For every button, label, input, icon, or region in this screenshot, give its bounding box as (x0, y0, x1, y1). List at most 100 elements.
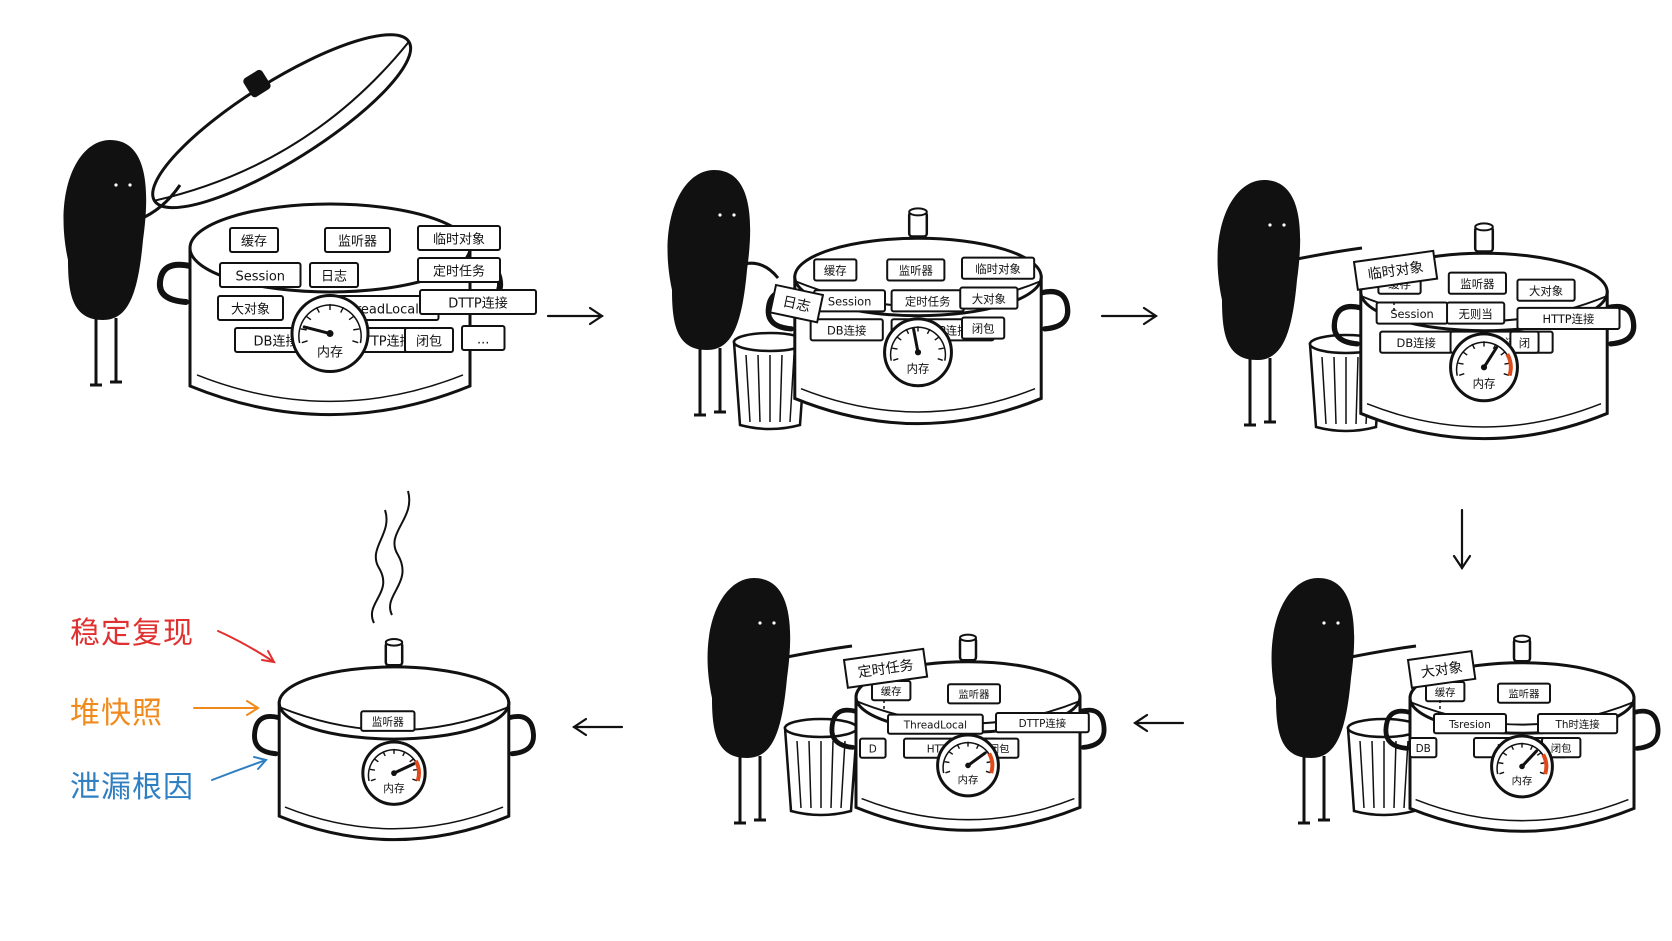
held-item-card: 定时任务 (842, 647, 929, 689)
trash-can-icon (732, 331, 808, 431)
gauge-needle (1482, 346, 1499, 369)
arrow-left-icon (1133, 713, 1185, 733)
memory-item-label: 临时对象 (433, 232, 485, 247)
pot: 缓存监听器ThreadLocalDTTP连接DHTTP连接闭包内存 (829, 633, 1107, 832)
pot-lid (151, 33, 413, 210)
memory-item-label: ThreadLocal (903, 719, 967, 731)
heap-snapshot-arrow-icon (193, 700, 260, 716)
memory-item-card: 临时对象 (417, 225, 501, 251)
memory-item-label: 闭 (1519, 336, 1530, 350)
memory-item-label: 日志 (321, 269, 347, 284)
heap-snapshot-label: 堆快照 (70, 696, 163, 731)
person: 临时对象 (1217, 180, 1439, 427)
panel-3: 缓存监听器大对象Session无则当HTTP连接DB连接HTTP连接闭内存临时对… (1217, 180, 1637, 441)
memory-item-card: 定时任务 (890, 289, 965, 313)
memory-item-label: 闭包 (416, 334, 442, 349)
memory-item-label: DB连接 (254, 333, 299, 349)
memory-item-label: Session (1390, 307, 1433, 321)
label-arrows (193, 630, 276, 781)
memory-item-label: 监听器 (1508, 687, 1540, 700)
leak-root-cause-label: 泄漏根因 (70, 770, 194, 805)
arrow-down-icon (1452, 508, 1472, 570)
memory-item-label: 监听器 (899, 264, 934, 278)
memory-item-label: Th时连接 (1555, 718, 1600, 731)
person: 日志 (667, 170, 825, 417)
memory-item-card: DB连接 (1379, 330, 1454, 354)
trash-can-icon (783, 717, 859, 817)
gauge-needle (1520, 749, 1539, 768)
memory-item-label: DB (1416, 743, 1431, 755)
memory-item-label: 监听器 (372, 715, 404, 728)
memory-item-card: 监听器 (360, 710, 416, 732)
memory-item-label: Session (828, 294, 871, 308)
memory-item-card: DB (1409, 737, 1438, 759)
memory-item-label: 监听器 (958, 688, 990, 701)
memory-item-label: DB连接 (827, 323, 866, 337)
memory-item-label: 临时对象 (975, 262, 1021, 276)
memory-item-card: 闭包 (404, 327, 454, 353)
memory-item-card: 缓存 (813, 258, 858, 282)
gauge-needle (302, 325, 332, 336)
pressure-gauge-icon: 内存 (290, 294, 370, 374)
memory-item-label: HTTP连接 (1543, 312, 1595, 326)
memory-item-label: 缓存 (1435, 686, 1456, 699)
memory-item-card: 定时任务 (417, 257, 501, 283)
memory-item-card: DB连接 (809, 318, 884, 342)
person: 大对象 (1271, 578, 1477, 825)
flow-arrows (546, 306, 1472, 737)
stable-reproduce-label: 稳定复现 (70, 616, 194, 651)
memory-item-label: DTTP连接 (1019, 717, 1067, 730)
memory-item-card: 闭包 (961, 316, 1006, 340)
memory-item-card: 大对象 (217, 295, 284, 321)
memory-item-card: 闭 (1509, 330, 1540, 354)
memory-item-card: DTTP连接 (995, 712, 1090, 734)
held-item-card: 大对象 (1406, 649, 1477, 689)
memory-item-label: 缓存 (824, 264, 847, 278)
held-item-label: 大对象 (1420, 660, 1464, 682)
held-item-card: 日志 (768, 283, 825, 324)
memory-item-card: DTTP连接 (419, 289, 537, 315)
memory-item-card: 监听器 (1497, 682, 1551, 704)
memory-item-label: ... (477, 332, 489, 347)
stable-reproduce-arrow-icon (217, 630, 276, 664)
memory-item-label: 大对象 (1529, 284, 1563, 298)
person (63, 140, 182, 387)
held-item-label: 定时任务 (857, 657, 915, 681)
held-item-card: 临时对象 (1352, 249, 1439, 291)
person: 定时任务 (707, 578, 929, 825)
memory-item-label: 定时任务 (905, 294, 951, 308)
held-item-label: 临时对象 (1367, 259, 1425, 283)
gauge-needle (966, 751, 987, 767)
memory-item-card: 大对象 (1516, 278, 1576, 302)
gauge-label: 内存 (1473, 376, 1496, 390)
pressure-gauge-icon: 内存 (936, 733, 1000, 798)
memory-item-label: 定时任务 (433, 263, 485, 279)
gauge-label: 内存 (317, 344, 343, 360)
gauge-needle (912, 327, 920, 354)
memory-item-card: 日志 (309, 262, 359, 288)
memory-item-label: 闭包 (972, 322, 995, 336)
leak-root-cause-arrow-icon (211, 756, 268, 781)
memory-item-label: Session (235, 269, 285, 284)
memory-item-label: 闭包 (1551, 742, 1572, 755)
memory-item-card: ... (461, 325, 506, 351)
memory-item-card: 缓存 (871, 680, 912, 702)
memory-item-label: Tsresion (1448, 719, 1491, 731)
gauge-label: 内存 (1512, 775, 1533, 788)
memory-item-label: 大对象 (231, 302, 270, 317)
memory-item-card: 大对象 (959, 286, 1019, 310)
gauge-label: 内存 (907, 361, 930, 375)
pressure-gauge-icon: 内存 (361, 740, 427, 806)
memory-item-label: 大对象 (972, 292, 1006, 306)
pot: 缓存监听器临时对象Session定时任务大对象DB连接HTTP连接闭包内存 (765, 207, 1071, 426)
held-item-label: 日志 (781, 294, 812, 315)
memory-item-card: Session (219, 262, 302, 288)
steam-icon (371, 490, 411, 624)
memory-item-card: 监听器 (324, 227, 391, 253)
memory-item-card: 缓存 (229, 227, 279, 253)
memory-item-card: D (859, 737, 887, 759)
